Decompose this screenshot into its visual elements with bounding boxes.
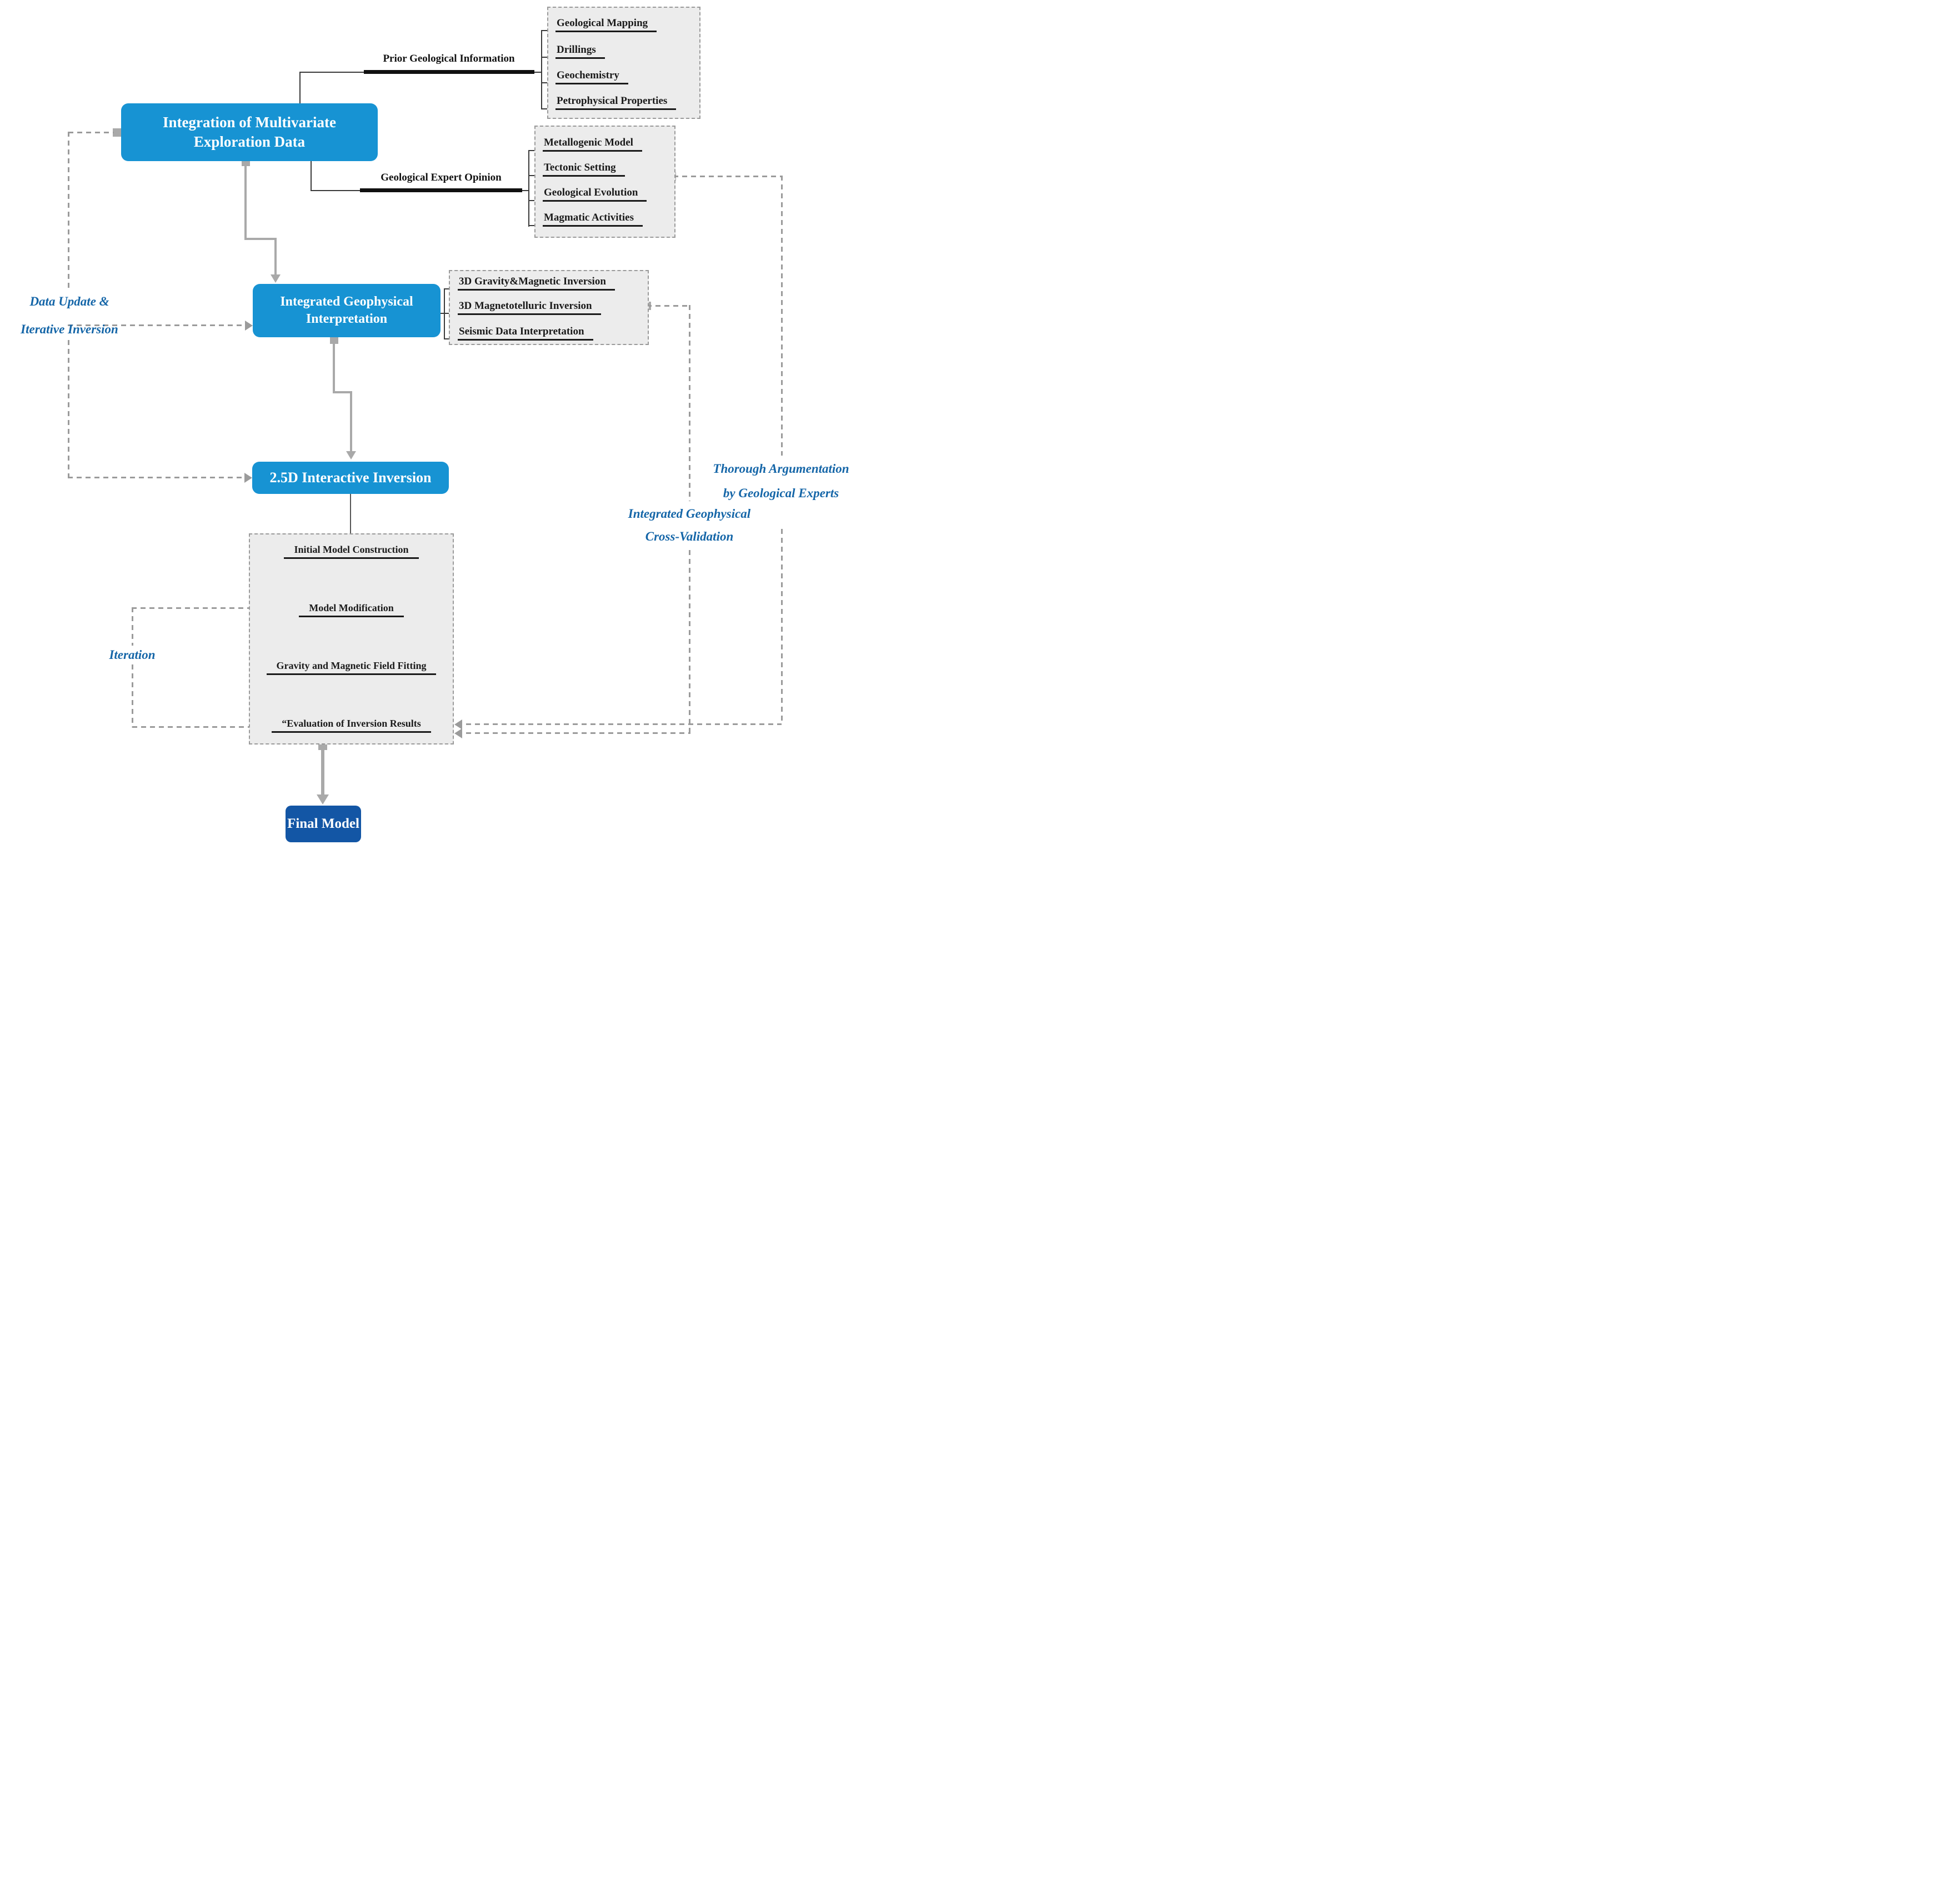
- list-item-label: Magmatic Activities: [543, 212, 643, 227]
- connector-line: [350, 494, 351, 543]
- dashed-line: [132, 607, 133, 646]
- workflow-step-label: Initial Model Construction: [284, 544, 419, 559]
- list-item: Petrophysical Properties: [555, 95, 677, 110]
- dashed-line: [68, 132, 114, 133]
- list-item-label: Seismic Data Interpretation: [458, 326, 593, 341]
- list-item-label: Drillings: [555, 44, 605, 59]
- workflow-group-box: Initial Model Construction Model Modific…: [249, 533, 454, 744]
- annotation-thorough-argumentation: Thorough Argumentation by Geological Exp…: [713, 462, 849, 500]
- list-item-label: 3D Magnetotelluric Inversion: [458, 300, 601, 315]
- geophysics-group-box: 3D Gravity&Magnetic Inversion 3D Magneto…: [449, 270, 649, 345]
- flow-line: [333, 340, 335, 393]
- flow-line: [350, 391, 352, 451]
- node-inversion-25d: 2.5D Interactive Inversion: [252, 462, 449, 494]
- list-item-label: Geological Evolution: [543, 187, 647, 202]
- dashed-line: [781, 176, 783, 456]
- connector-square: [113, 128, 121, 137]
- flowchart-canvas: Geological Mapping Drillings Geochemistr…: [0, 0, 872, 851]
- dashed-line: [132, 607, 264, 609]
- node-integration: Integration of Multivariate Exploration …: [121, 103, 378, 161]
- arrowhead-down-icon: [271, 274, 281, 283]
- label-prior-branch: Prior Geological Information: [383, 53, 515, 64]
- dashed-line: [68, 477, 244, 478]
- flow-line: [244, 162, 247, 239]
- list-item: 3D Gravity&Magnetic Inversion: [458, 276, 615, 291]
- list-item: Seismic Data Interpretation: [458, 326, 593, 341]
- flow-line: [333, 391, 352, 393]
- workflow-step-label: “Evaluation of Inversion Results: [272, 718, 431, 733]
- arrowhead-down-icon: [346, 451, 356, 459]
- list-item-label: 3D Gravity&Magnetic Inversion: [458, 276, 615, 291]
- node-final-model: Final Model: [286, 806, 361, 842]
- workflow-step: Model Modification: [250, 602, 453, 617]
- dashed-line: [673, 176, 782, 177]
- connector-line: [299, 72, 301, 103]
- list-item-label: Metallogenic Model: [543, 137, 642, 152]
- dashed-line: [457, 732, 690, 734]
- node-interpretation: Integrated Geophysical Interpretation: [253, 284, 441, 337]
- list-item: Metallogenic Model: [543, 137, 642, 152]
- dashed-line: [68, 324, 246, 326]
- dashed-line: [689, 305, 690, 501]
- workflow-step: “Evaluation of Inversion Results: [250, 718, 453, 733]
- bracket-tick: [425, 313, 458, 314]
- flow-line: [321, 749, 324, 796]
- dashed-line: [457, 723, 782, 725]
- arrowhead-left-icon: [454, 719, 462, 729]
- dashed-line: [132, 664, 133, 727]
- list-item: Geological Evolution: [543, 187, 647, 202]
- arrowhead-left-icon: [454, 728, 462, 738]
- list-item: 3D Magnetotelluric Inversion: [458, 300, 601, 315]
- workflow-step: Gravity and Magnetic Field Fitting: [250, 660, 453, 675]
- dashed-line: [781, 529, 783, 724]
- expert-branch-bar: [360, 188, 522, 192]
- annotation-data-update: Data Update & Iterative Inversion: [21, 294, 118, 336]
- dashed-line: [689, 550, 690, 732]
- list-item: Magmatic Activities: [543, 212, 643, 227]
- list-item-label: Geochemistry: [555, 69, 628, 84]
- prior-branch-bar: [364, 70, 534, 74]
- arrowhead-right-icon: [244, 473, 252, 483]
- connector-square: [330, 336, 338, 344]
- list-item: Geochemistry: [555, 69, 628, 84]
- expert-group-box: Metallogenic Model Tectonic Setting Geol…: [534, 126, 675, 238]
- list-item-label: Tectonic Setting: [543, 162, 625, 177]
- flow-line: [274, 238, 277, 274]
- list-item: Geological Mapping: [555, 17, 657, 32]
- flow-line: [244, 238, 277, 240]
- annotation-iteration: Iteration: [109, 648, 156, 662]
- label-expert-branch: Geological Expert Opinion: [381, 172, 502, 183]
- bracket-line: [444, 288, 445, 339]
- list-item-label: Geological Mapping: [555, 17, 657, 32]
- dashed-line: [132, 726, 250, 728]
- dashed-line: [647, 305, 690, 307]
- list-item-label: Petrophysical Properties: [555, 95, 677, 110]
- bracket-line: [528, 150, 529, 227]
- bracket-line: [541, 30, 542, 109]
- list-item: Drillings: [555, 44, 605, 59]
- workflow-step-label: Gravity and Magnetic Field Fitting: [266, 660, 437, 675]
- arrowhead-right-icon: [245, 321, 253, 331]
- list-item: Tectonic Setting: [543, 162, 625, 177]
- arrowhead-down-icon: [317, 794, 329, 804]
- dashed-line: [68, 132, 69, 289]
- prior-group-box: Geological Mapping Drillings Geochemistr…: [547, 7, 700, 119]
- workflow-step: Initial Model Construction: [250, 544, 453, 559]
- workflow-step-label: Model Modification: [299, 602, 404, 617]
- dashed-line: [68, 340, 69, 478]
- connector-line: [311, 161, 312, 191]
- annotation-cross-validation: Integrated Geophysical Cross-Validation: [628, 507, 751, 543]
